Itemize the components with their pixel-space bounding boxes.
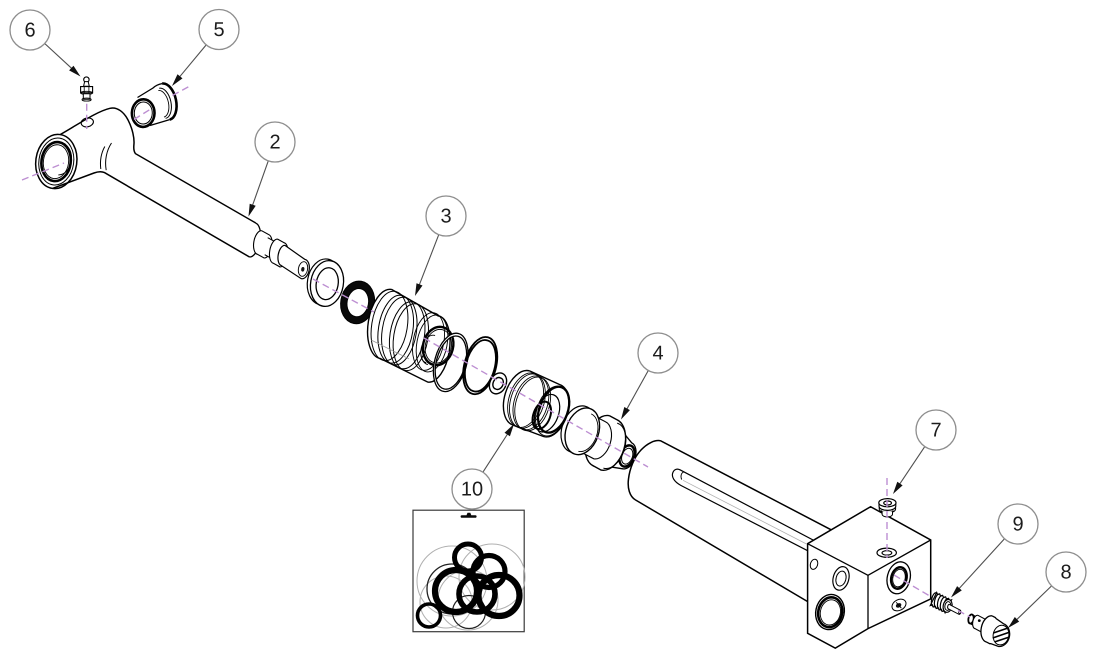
svg-text:2: 2 [269, 132, 280, 154]
svg-text:9: 9 [1012, 514, 1023, 536]
svg-text:6: 6 [24, 20, 35, 42]
svg-text:10: 10 [461, 479, 483, 501]
svg-text:7: 7 [930, 420, 941, 442]
svg-text:5: 5 [213, 19, 224, 41]
svg-text:8: 8 [1060, 562, 1071, 584]
svg-text:4: 4 [652, 343, 663, 365]
svg-text:3: 3 [440, 206, 451, 228]
